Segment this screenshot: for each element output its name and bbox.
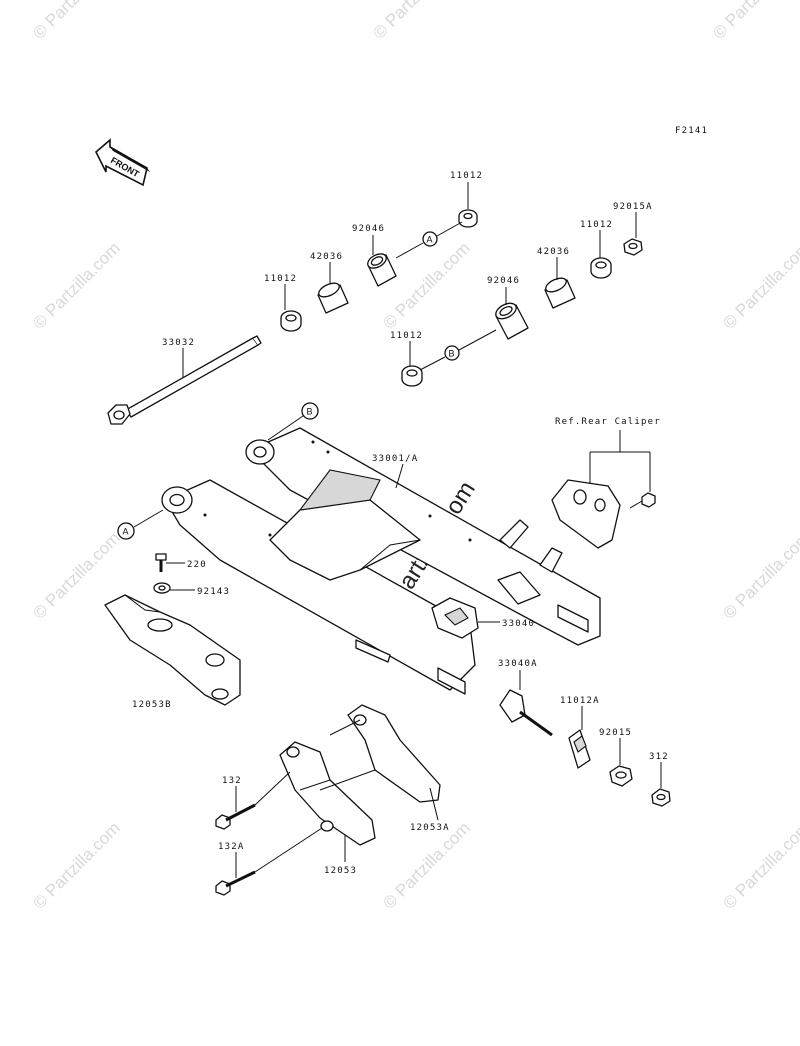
label-11012A: 11012A <box>560 696 600 706</box>
front-arrow-icon: FRONT <box>95 138 150 187</box>
callout-a-lower-text: A <box>123 527 129 537</box>
callout-b-lower-text: B <box>307 407 313 417</box>
label-92046: 92046 <box>352 224 385 234</box>
label-11012: 11012 <box>450 171 483 181</box>
part-92015A-nut <box>623 238 643 256</box>
callout-a-upper <box>422 231 438 247</box>
label-92015: 92015 <box>599 728 632 738</box>
part-11012A <box>568 729 591 769</box>
watermark: © Partzilla.com <box>719 238 800 332</box>
callout-b-text: B <box>449 349 455 359</box>
label-92046-mid: 92046 <box>487 276 520 286</box>
label-42036: 42036 <box>310 252 343 262</box>
label-220: 220 <box>187 560 207 570</box>
label-11012-left: 11012 <box>264 274 297 284</box>
part-33040A <box>499 689 553 737</box>
ref-rear-caliper-note: Ref.Rear Caliper <box>555 417 661 427</box>
callout-b-upper <box>444 345 460 361</box>
part-33032-shaft <box>107 335 262 425</box>
part-12053B-slider <box>104 594 241 706</box>
watermark: © Partzilla.com <box>719 818 800 912</box>
part-92015-nut <box>609 765 633 787</box>
part-33001A-swingarm <box>161 427 601 695</box>
part-132-bolt <box>215 803 256 830</box>
part-312-nut <box>651 788 671 807</box>
callout-a-text: A <box>427 235 433 245</box>
label-92143: 92143 <box>197 587 230 597</box>
label-33032: 33032 <box>162 338 195 348</box>
watermark: © Partzilla.com <box>29 238 123 332</box>
part-11012-mid <box>401 365 423 387</box>
part-11012-top <box>458 209 478 228</box>
label-132A: 132A <box>218 842 244 852</box>
part-92046-mid <box>495 302 529 340</box>
part-11012-left <box>280 310 302 332</box>
part-42036-left <box>317 282 349 314</box>
label-312: 312 <box>649 752 669 762</box>
part-42036-right <box>544 277 576 309</box>
callout-b-lower <box>301 402 319 420</box>
label-33040: 33040 <box>502 619 535 629</box>
caliper-bracket <box>551 479 621 549</box>
caliper-bolt <box>629 492 656 509</box>
label-11012-right: 11012 <box>580 220 613 230</box>
watermark: © Partzilla.com <box>29 818 123 912</box>
label-42036-right: 42036 <box>537 247 570 257</box>
label-12053: 12053 <box>324 866 357 876</box>
part-12053-guide <box>279 741 376 846</box>
part-92046-top <box>367 253 397 287</box>
label-33040A: 33040A <box>498 659 538 669</box>
label-12053A: 12053A <box>410 823 450 833</box>
part-33040 <box>431 597 479 639</box>
label-11012-mid: 11012 <box>390 331 423 341</box>
watermark: © Partzilla.com <box>369 0 463 43</box>
label-12053B: 12053B <box>132 700 172 710</box>
watermark: © Partzilla.com <box>29 0 123 43</box>
label-33001A: 33001/A <box>372 454 418 464</box>
label-132: 132 <box>222 776 242 786</box>
part-220-bolt <box>155 553 167 572</box>
part-11012-right <box>590 257 612 279</box>
label-92015A: 92015A <box>613 202 653 212</box>
watermark: © Partzilla.com <box>709 0 800 43</box>
part-12053A-guide <box>347 704 441 803</box>
callout-a-lower <box>117 522 135 540</box>
figure-code: F2141 <box>675 126 708 136</box>
part-132A-bolt <box>215 870 256 896</box>
watermark: © Partzilla.com <box>379 238 473 332</box>
part-92143-washer <box>153 582 171 594</box>
watermark: © Partzilla.com <box>719 528 800 622</box>
